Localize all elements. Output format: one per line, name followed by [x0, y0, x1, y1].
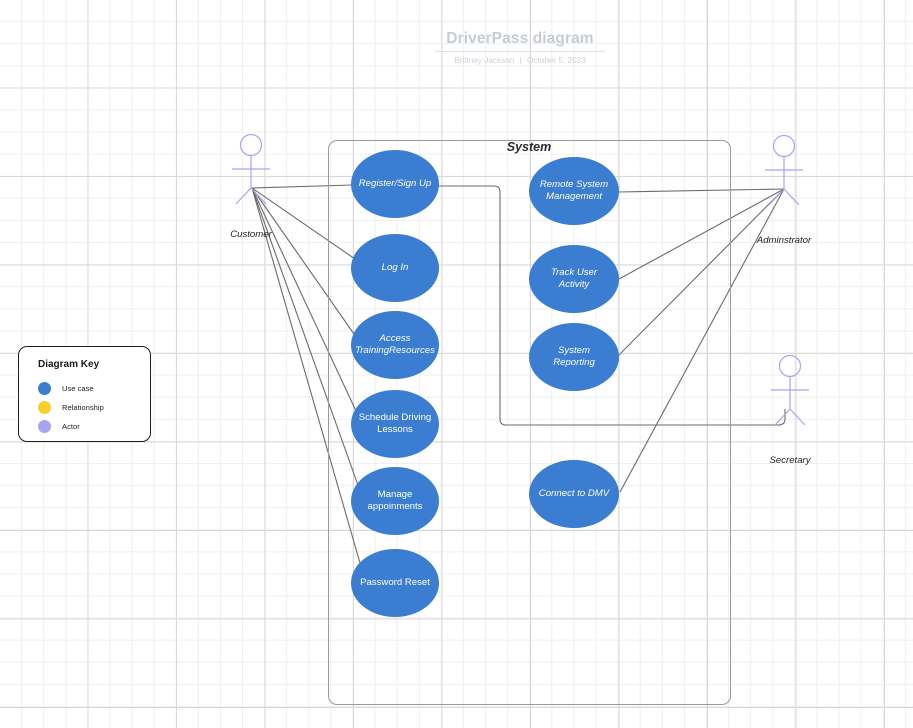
- diagram-key-item-actor: Actor: [38, 417, 150, 436]
- actor-customer[interactable]: [219, 133, 283, 205]
- actor-left-leg-line: [768, 188, 785, 206]
- use-case-track-user-activity[interactable]: Track User Activity: [529, 245, 619, 313]
- title-block: DriverPass diagram Brittney Jackson | Oc…: [432, 30, 608, 65]
- use-case-remote-system-mgmt[interactable]: Remote System Management: [529, 157, 619, 225]
- use-case-connect-to-dmv[interactable]: Connect to DMV: [529, 460, 619, 528]
- use-case-label: Register/Sign Up: [358, 178, 432, 189]
- use-case-label: Log In: [381, 262, 409, 273]
- use-case-register-sign-up[interactable]: Register/Sign Up: [351, 150, 439, 218]
- use-case-label: Track User Activity: [550, 267, 598, 290]
- use-case-schedule-lessons[interactable]: Schedule Driving Lessons: [351, 390, 439, 458]
- diagram-key-item-label: Relationship: [62, 403, 104, 412]
- actor-right-leg-line: [783, 188, 800, 206]
- use-case-label: Manage appoinments: [367, 489, 423, 512]
- use-case-label: Schedule Driving Lessons: [358, 412, 432, 435]
- use-case-system-reporting[interactable]: System Reporting: [529, 323, 619, 391]
- actor-figure-icon: [765, 134, 803, 206]
- actor-left-leg-line: [774, 408, 791, 426]
- use-case-manage-appointments[interactable]: Manage appoinments: [351, 467, 439, 535]
- use-case-label: Connect to DMV: [538, 488, 610, 499]
- diagram-key-item-label: Use case: [62, 384, 94, 393]
- byline: Brittney Jackson | October 5, 2023: [432, 56, 608, 65]
- actor-administrator[interactable]: [752, 134, 816, 206]
- system-boundary-label: System: [506, 140, 552, 154]
- diagram-key-swatch-icon: [38, 401, 51, 414]
- use-case-access-training[interactable]: Access TrainingResources: [351, 311, 439, 379]
- use-case-label: Access TrainingResources: [355, 333, 435, 356]
- actor-head-icon: [778, 354, 802, 378]
- system-boundary-box[interactable]: [328, 140, 731, 705]
- actor-right-leg-line: [250, 187, 267, 205]
- use-case-log-in[interactable]: Log In: [351, 234, 439, 302]
- actor-figure-icon: [771, 354, 809, 426]
- actor-label-administrator: Adminstrator: [756, 235, 812, 246]
- byline-author: Brittney Jackson: [454, 56, 515, 65]
- use-case-label: System Reporting: [553, 345, 595, 368]
- diagram-key-item-use-case: Use case: [38, 379, 150, 398]
- actor-left-leg-line: [235, 187, 252, 205]
- byline-separator: |: [519, 56, 522, 65]
- diagram-key-title: Diagram Key: [38, 359, 100, 370]
- actor-secretary[interactable]: [758, 354, 822, 426]
- actor-label-secretary: Secretary: [769, 455, 811, 466]
- use-case-label: Remote System Management: [539, 179, 609, 202]
- actor-head-icon: [239, 133, 263, 157]
- use-case-password-reset[interactable]: Password Reset: [351, 549, 439, 617]
- title-divider: [435, 51, 605, 52]
- byline-date: October 5, 2023: [527, 56, 586, 65]
- diagram-key-swatch-icon: [38, 420, 51, 433]
- page-title: DriverPass diagram: [446, 30, 594, 47]
- use-case-label: Password Reset: [360, 577, 430, 588]
- actor-right-leg-line: [789, 408, 806, 426]
- diagram-key-item-relationship: Relationship: [38, 398, 150, 417]
- actor-head-icon: [772, 134, 796, 158]
- diagram-key-swatch-icon: [38, 382, 51, 395]
- actor-label-customer: Customer: [230, 229, 272, 240]
- diagram-key-item-label: Actor: [62, 422, 80, 431]
- actor-figure-icon: [232, 133, 270, 205]
